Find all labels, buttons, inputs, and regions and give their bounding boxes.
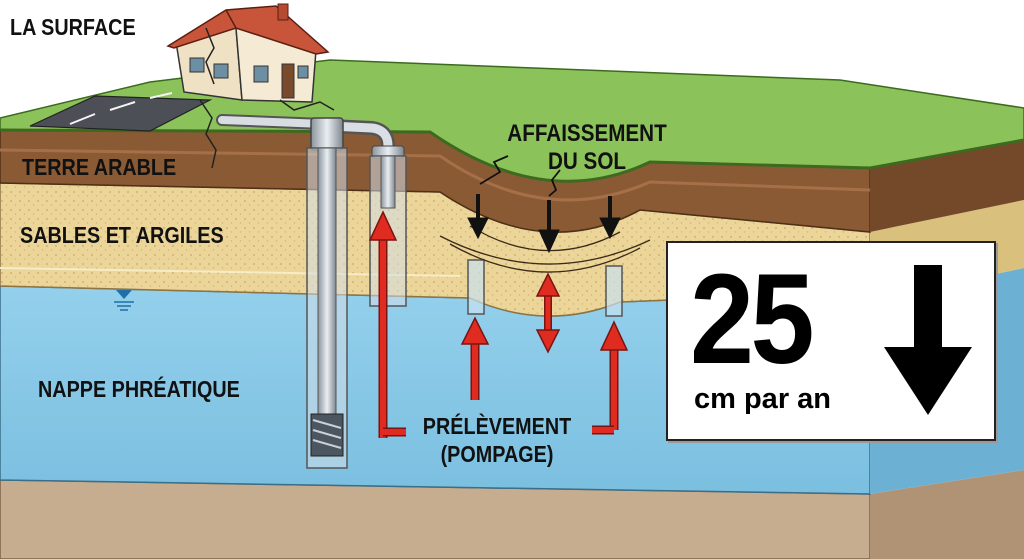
house-icon	[166, 3, 335, 169]
well-pipe-icon	[216, 114, 623, 469]
label-subsidence: AFFAISSEMENT DU SOL	[497, 120, 678, 176]
label-subsidence-line2: DU SOL	[548, 148, 626, 175]
label-subsidence-line1: AFFAISSEMENT	[507, 120, 667, 147]
up-arrow-icon	[368, 210, 629, 438]
water-level-icon	[114, 290, 134, 311]
label-withdrawal-line2: (POMPAGE)	[440, 441, 554, 467]
label-topsoil: TERRE ARABLE	[22, 154, 177, 180]
subsidence-leaders	[479, 155, 561, 197]
bedrock-layer	[0, 470, 1024, 559]
label-withdrawal: PRÉLÈVEMENT (POMPAGE)	[412, 412, 582, 468]
down-arrow-icon	[467, 194, 621, 254]
road-icon	[29, 92, 213, 132]
label-withdrawal-line1: PRÉLÈVEMENT	[422, 413, 572, 439]
label-water-table: NAPPE PHRÉATIQUE	[38, 376, 240, 402]
topsoil-layer	[0, 129, 1024, 233]
subsidence-rate-box: 25 cm par an	[666, 241, 996, 441]
label-sand-clay: SABLES ET ARGILES	[20, 222, 224, 248]
subsidence-lines	[439, 225, 651, 273]
subsidence-rate-value: 25	[690, 248, 815, 391]
label-surface: LA SURFACE	[10, 14, 136, 40]
subsidence-rate-unit: cm par an	[694, 383, 831, 415]
down-arrow-icon	[884, 265, 972, 415]
